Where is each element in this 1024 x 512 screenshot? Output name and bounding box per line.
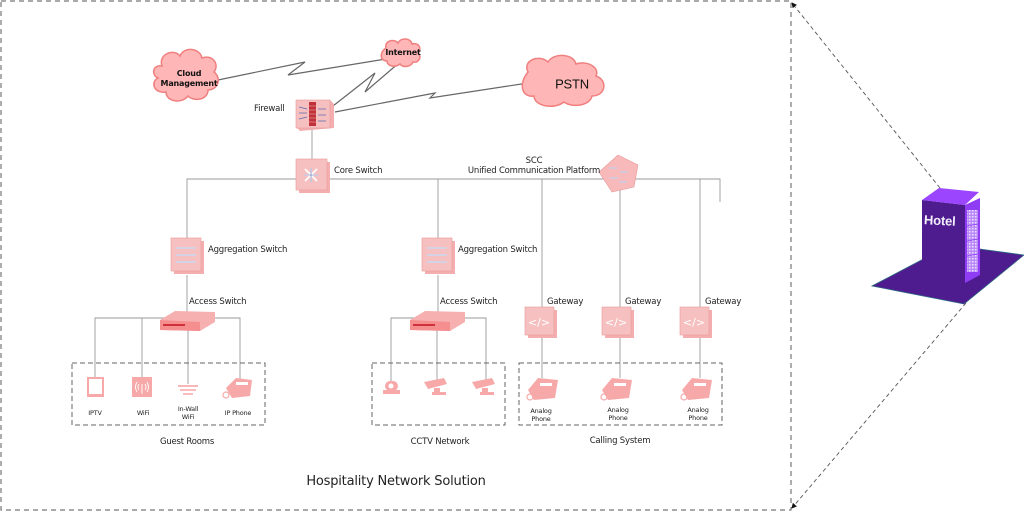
calling-system-group — [518, 362, 723, 426]
internet-label: Internet — [385, 48, 421, 57]
analog-phone-1-label: Analog Phone — [530, 407, 552, 423]
analog-phone-3-label: Analog Phone — [687, 406, 709, 422]
iptv-label: IPTV — [88, 409, 102, 417]
analog-phone-3-icon[interactable] — [680, 378, 712, 401]
ip-phone-icon[interactable] — [222, 378, 252, 399]
analog-phone-2-icon[interactable] — [600, 378, 632, 401]
svg-text:</>: </> — [528, 316, 550, 329]
gateway-3-label: Gateway — [705, 297, 742, 307]
guest-rooms-group — [71, 362, 266, 426]
aggregation-switch-2-label: Aggregation Switch — [458, 245, 538, 255]
aggregation-switch-2-icon[interactable] — [421, 237, 455, 274]
projection-line-bottom — [791, 302, 967, 509]
ip-phone-label: IP Phone — [224, 409, 252, 417]
hotel-building-icon — [870, 188, 1024, 305]
bullet-camera-1-icon[interactable] — [424, 378, 447, 395]
svg-text:</>: </> — [683, 316, 705, 329]
firewall-label: Firewall — [254, 104, 285, 114]
internet-cloud-icon[interactable] — [380, 38, 421, 68]
calling-system-label: Calling System — [589, 436, 651, 446]
analog-phone-1-icon[interactable] — [526, 378, 558, 401]
cloud-management-label: Cloud Management — [160, 69, 218, 88]
core-switch-label: Core Switch — [334, 166, 383, 176]
gateway-2-icon[interactable]: </> — [601, 306, 634, 338]
guest-rooms-label: Guest Rooms — [159, 437, 215, 447]
cctv-network-label: CCTV Network — [410, 437, 470, 447]
scc-label: SCC — [525, 156, 543, 166]
gateway-3-icon[interactable]: </> — [679, 306, 712, 338]
analog-phone-2-label: Analog Phone — [607, 406, 629, 422]
hotel-label: Hotel — [923, 212, 956, 229]
access-switch-2-label: Access Switch — [440, 297, 498, 307]
iptv-icon[interactable] — [87, 377, 104, 397]
dome-camera-icon[interactable] — [383, 381, 400, 394]
cctv-network-group — [371, 362, 506, 426]
unified-communication-platform-label: Unified Communication Platform — [467, 166, 601, 176]
wan-links — [217, 57, 529, 113]
gateway-1-label: Gateway — [547, 297, 584, 307]
gateway-1-icon[interactable]: </> — [524, 306, 557, 338]
core-switch-device-icon[interactable] — [295, 158, 330, 193]
pstn-label: PSTN — [555, 76, 589, 92]
diagram-title: Hospitality Network Solution — [306, 474, 486, 489]
link-firewall-internet — [332, 61, 401, 107]
link-cloud-internet — [217, 57, 393, 81]
access-switch-2-icon[interactable] — [410, 311, 465, 331]
svg-text:</>: </> — [605, 316, 627, 329]
in-wall-wifi-label: In-Wall WiFi — [177, 405, 199, 421]
in-wall-wifi-icon[interactable] — [178, 385, 198, 395]
gateway-2-label: Gateway — [625, 297, 662, 307]
solution-frame — [0, 0, 792, 511]
wifi-ap-icon[interactable] — [132, 377, 152, 397]
access-switch-1-icon[interactable] — [160, 311, 215, 331]
scc-platform-device-icon[interactable] — [598, 154, 639, 193]
access-switch-1-label: Access Switch — [189, 297, 247, 307]
aggregation-switch-1-label: Aggregation Switch — [208, 245, 288, 255]
projection-line-top — [791, 2, 941, 189]
link-firewall-pstn — [334, 82, 529, 113]
pstn-cloud-icon[interactable] — [521, 54, 605, 108]
firewall-device-icon[interactable] — [295, 99, 334, 131]
cloud-management-cloud-icon[interactable] — [152, 48, 219, 102]
bullet-camera-2-icon[interactable] — [472, 378, 495, 395]
aggregation-switch-1-icon[interactable] — [170, 237, 204, 274]
wifi-label: WiFi — [136, 409, 150, 417]
lan-links — [94, 124, 721, 384]
